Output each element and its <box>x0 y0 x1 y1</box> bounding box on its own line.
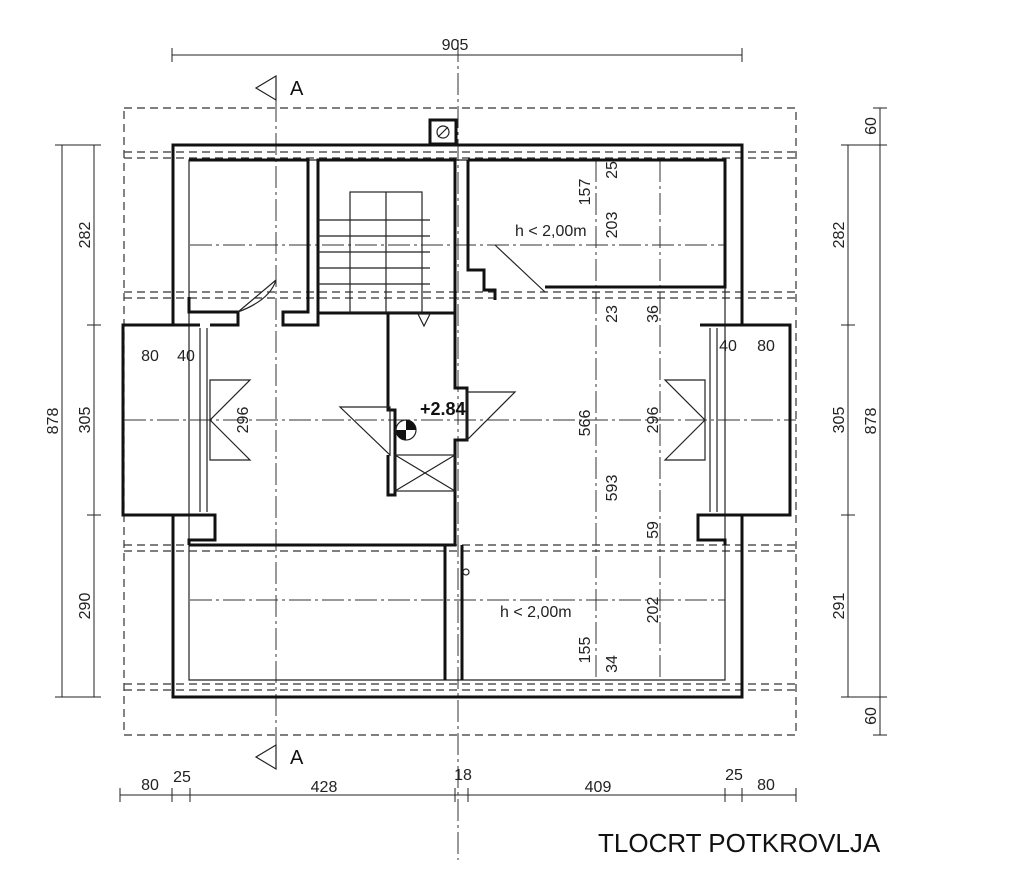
dim-window-left-40: 40 <box>177 348 195 365</box>
dim-interior-right: 296 <box>645 407 662 434</box>
section-mark-bottom: A <box>290 747 304 769</box>
door-swing-4 <box>494 244 546 293</box>
wall-notch-right <box>696 323 742 545</box>
dim-left-inner-1: 282 <box>77 222 94 249</box>
chimney-circle <box>436 125 450 139</box>
dim-right-edge-top: 60 <box>863 117 880 135</box>
chimney-slash <box>437 126 449 138</box>
dim-left-outer: 878 <box>45 408 62 435</box>
dim-mid-593: 593 <box>604 475 621 502</box>
room-top-right-wall <box>468 158 727 289</box>
dim-bottom-2: 25 <box>173 769 191 786</box>
door-swing-3 <box>466 391 517 442</box>
height-note-top: h < 2,00m <box>515 223 587 240</box>
dim-bottom-4: 18 <box>454 767 472 784</box>
drawing-title: TLOCRT POTKROVLJA <box>598 828 881 858</box>
dim-mid-59: 59 <box>645 521 662 539</box>
dim-right-outer: 878 <box>863 408 880 435</box>
door-swing-2 <box>338 406 391 457</box>
dim-interior-left: 296 <box>235 407 252 434</box>
dim-bottom-3: 428 <box>311 779 338 796</box>
dim-mid-36: 36 <box>645 305 662 323</box>
dim-window-right-80: 80 <box>757 338 775 355</box>
dim-mid-34: 34 <box>604 655 621 673</box>
dim-mid-155: 155 <box>577 637 594 664</box>
door-swing-1 <box>237 279 277 313</box>
room-top-left-wall <box>189 158 320 327</box>
dim-right-edge-bottom: 60 <box>863 707 880 725</box>
corridor-walls <box>386 313 469 547</box>
dim-mid-157: 157 <box>577 179 594 206</box>
room-top-right-partition <box>466 160 497 300</box>
dim-right-inner-1: 282 <box>831 222 848 249</box>
window-left <box>199 328 252 512</box>
dim-top-total: 905 <box>442 37 469 54</box>
dim-right-inner-3: 291 <box>831 593 848 620</box>
bottom-room-walls <box>189 543 464 680</box>
wall-notch-left <box>173 323 217 545</box>
elevation-marker-fill <box>396 420 416 440</box>
dim-bottom-7: 80 <box>757 777 775 794</box>
post-marker <box>462 568 470 576</box>
dim-bottom-1: 80 <box>141 777 159 794</box>
chimney-x-2 <box>394 454 456 492</box>
chimney-top <box>428 118 458 146</box>
dim-mid-202: 202 <box>645 597 662 624</box>
dim-mid-566: 566 <box>577 410 594 437</box>
dim-bottom-5: 409 <box>585 779 612 796</box>
dim-mid-203: 203 <box>604 212 621 239</box>
dim-bottom-6: 25 <box>725 767 743 784</box>
dim-window-left-80: 80 <box>141 348 159 365</box>
dim-mid-23: 23 <box>604 305 621 323</box>
height-note-bottom: h < 2,00m <box>500 604 572 621</box>
section-arrow-bottom-icon <box>254 743 277 771</box>
dim-window-right-40: 40 <box>719 338 737 355</box>
dim-mid-25: 25 <box>604 161 621 179</box>
dim-left-inner-2: 305 <box>77 407 94 434</box>
roof-outline <box>123 107 797 736</box>
stair-arrow <box>417 313 431 328</box>
chimney-box <box>394 454 456 492</box>
dim-left-inner-3: 290 <box>77 593 94 620</box>
elevation-label: +2.84 <box>420 399 466 419</box>
dim-right-inner-2: 305 <box>831 407 848 434</box>
window-right <box>663 328 718 512</box>
section-mark-top: A <box>290 78 304 100</box>
room-top-left-partition <box>187 297 240 327</box>
dimension-lines <box>55 48 887 802</box>
stair-treads <box>318 192 430 312</box>
section-arrow-top-icon <box>254 74 277 102</box>
